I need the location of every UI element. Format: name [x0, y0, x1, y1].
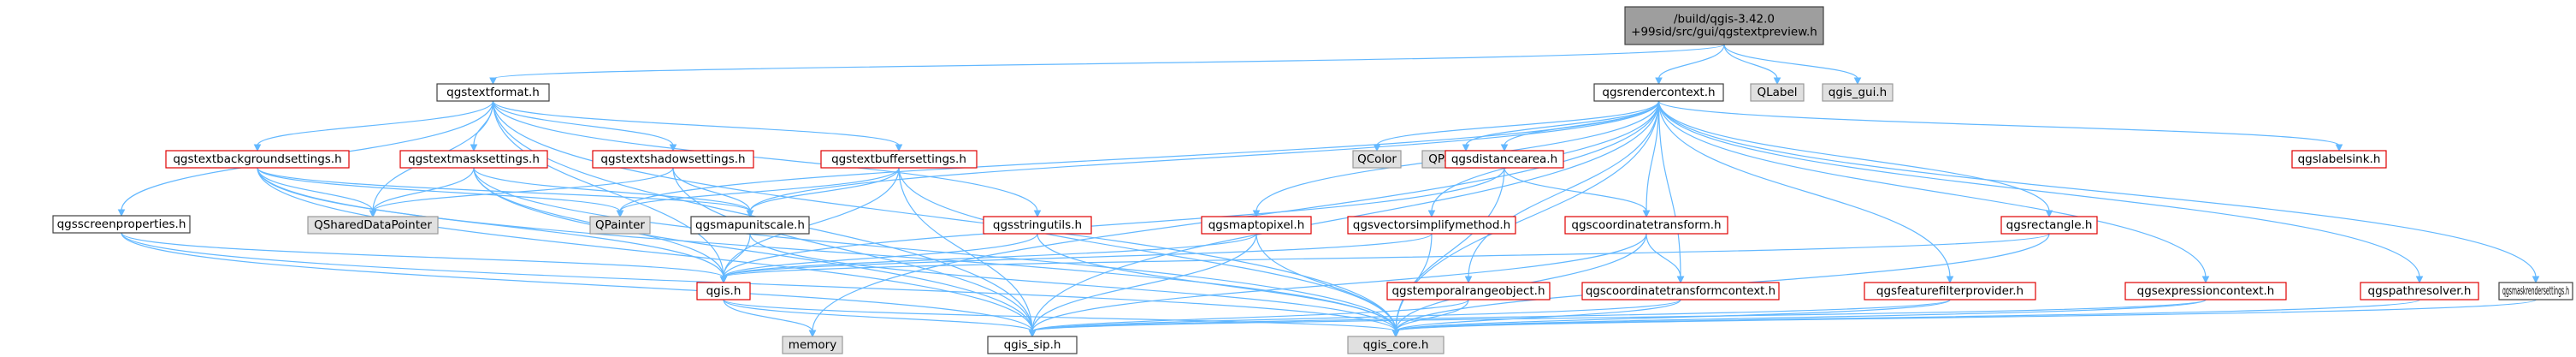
node-label: qgis_gui.h [1829, 86, 1887, 99]
node-label: qgstextmasksettings.h [408, 152, 540, 166]
node-label: memory [789, 338, 836, 352]
node-label: qgstextbackgroundsettings.h [173, 152, 341, 166]
edge-root-to-textformat [489, 44, 1725, 86]
node-root[interactable]: /build/qgis-3.42.0+99sid/src/gui/qgstext… [1624, 6, 1824, 45]
edge-exprcontext-to-qgiscore [1391, 299, 2207, 338]
node-label: qgsstringutils.h [993, 218, 1082, 232]
edge-textformat-to-stringutils [492, 100, 1042, 218]
edge-bgsettings-to-qgissip [257, 167, 1037, 338]
edge-rendercontext-to-temporalrange [1464, 100, 1660, 284]
node-stringutils[interactable]: qgsstringutils.h [983, 216, 1092, 235]
edge-rendercontext-to-distancearea [1500, 100, 1660, 152]
node-label: qgsmapunitscale.h [695, 218, 805, 232]
node-coordtransform[interactable]: qgscoordinatetransform.h [1564, 216, 1728, 235]
node-vectorsimplify[interactable]: qgsvectorsimplifymethod.h [1347, 216, 1516, 235]
edge-qgish-to-memory [723, 299, 817, 338]
node-label: qgsrectangle.h [2006, 218, 2093, 232]
edge-rectangle-to-qgish [719, 233, 2050, 284]
node-qgissip[interactable]: qgis_sip.h [987, 336, 1078, 354]
node-qshared: QSharedDataPointer [307, 216, 439, 235]
nodes-layer: /build/qgis-3.42.0+99sid/src/gui/qgstext… [52, 6, 2573, 354]
node-rendercontext[interactable]: qgsrendercontext.h [1593, 83, 1724, 102]
edge-rendercontext-to-exprcontext [1657, 100, 2210, 284]
node-screenprops[interactable]: qgsscreenproperties.h [52, 215, 191, 234]
node-qcolor: QColor [1352, 150, 1402, 169]
edge-exprcontext-to-qgissip [1028, 299, 2207, 338]
node-bgsettings[interactable]: qgstextbackgroundsettings.h [165, 150, 350, 169]
node-qpainter: QPainter [589, 216, 651, 235]
edge-root-to-qlabel [1723, 44, 1781, 86]
edge-rendercontext-to-rectangle [1657, 100, 2053, 218]
edge-distancearea-to-coordtransform [1504, 167, 1651, 218]
node-label: qgis_core.h [1363, 338, 1429, 352]
edge-qgish-to-qgiscore [723, 299, 1400, 338]
edge-textformat-to-masksettings [470, 100, 494, 152]
node-memory: memory [782, 336, 843, 354]
node-label: qgstextshadowsettings.h [600, 152, 745, 166]
node-label: qgspathresolver.h [2368, 284, 2472, 298]
node-label: qgsmaptopixel.h [1208, 218, 1305, 232]
edge-buffersettings-to-qgiscore [898, 167, 1400, 338]
node-label: qgslabelsink.h [2298, 152, 2381, 166]
node-qgish[interactable]: qgis.h [696, 282, 751, 300]
node-label: QSharedDataPointer [314, 218, 432, 232]
node-coordtransformctx[interactable]: qgscoordinatetransformcontext.h [1581, 282, 1780, 300]
node-textformat[interactable]: qgstextformat.h [436, 83, 550, 102]
node-rectangle[interactable]: qgsrectangle.h [2000, 216, 2098, 235]
node-maskrender[interactable]: qgsmaskrendersettings.h [2498, 282, 2573, 300]
node-label: qgis_sip.h [1004, 338, 1061, 352]
node-label: qgscoordinatetransformcontext.h [1586, 284, 1775, 298]
node-label: qgsrendercontext.h [1602, 86, 1715, 99]
node-qgisgui: qgis_gui.h [1822, 83, 1894, 102]
node-temporalrange[interactable]: qgstemporalrangeobject.h [1386, 282, 1551, 300]
node-buffersettings[interactable]: qgstextbuffersettings.h [820, 150, 978, 169]
node-label: qgsfeaturefilterprovider.h [1876, 284, 2024, 298]
node-shadowsettings[interactable]: qgstextshadowsettings.h [592, 150, 754, 169]
node-qgiscore: qgis_core.h [1347, 336, 1445, 354]
node-label: qgstextformat.h [446, 86, 540, 99]
node-labelsink[interactable]: qgslabelsink.h [2291, 150, 2387, 169]
edge-root-to-qgisgui [1723, 44, 1862, 86]
node-label: qgstemporalrangeobject.h [1391, 284, 1545, 298]
node-label: qgsdistancearea.h [1451, 152, 1557, 166]
edge-masksettings-to-qshared [369, 167, 475, 218]
edge-rendercontext-to-coordtransformctx [1657, 100, 1685, 284]
node-label: qgscoordinatetransform.h [1571, 218, 1721, 232]
node-label: qgstextbuffersettings.h [831, 152, 966, 166]
node-featurefilter[interactable]: qgsfeaturefilterprovider.h [1864, 282, 2036, 300]
node-masksettings[interactable]: qgstextmasksettings.h [399, 150, 548, 169]
edge-maskrender-to-qgiscore [1391, 299, 2537, 338]
node-maptopixel[interactable]: qgsmaptopixel.h [1201, 216, 1312, 235]
node-exprcontext[interactable]: qgsexpressioncontext.h [2124, 282, 2287, 300]
node-label: qgsmaskrendersettings.h [2502, 284, 2569, 298]
node-label: /build/qgis-3.42.0 [1674, 13, 1775, 27]
edge-textformat-to-buffersettings [492, 100, 903, 152]
edge-root-to-rendercontext [1655, 44, 1725, 86]
node-label: qgsexpressioncontext.h [2137, 284, 2275, 298]
node-mapunitscale[interactable]: qgsmapunitscale.h [690, 216, 810, 235]
edge-buffersettings-to-qgissip [898, 167, 1037, 338]
node-label: qgsvectorsimplifymethod.h [1353, 218, 1511, 232]
node-label: QLabel [1757, 86, 1797, 99]
edge-rendercontext-to-labelsink [1657, 100, 2343, 152]
node-label: QPainter [595, 218, 645, 232]
node-pathresolver[interactable]: qgspathresolver.h [2360, 282, 2479, 300]
edge-textformat-to-bgsettings [253, 100, 494, 152]
node-label: +99sid/src/gui/qgstextpreview.h [1631, 26, 1817, 39]
node-label: QColor [1357, 152, 1397, 166]
edge-rendercontext-to-pathresolver [1657, 100, 2424, 284]
node-qlabel: QLabel [1750, 83, 1805, 102]
edge-rendercontext-to-maskrender [1657, 100, 2540, 284]
edge-rendercontext-to-mapunitscale [746, 100, 1660, 218]
node-distancearea[interactable]: qgsdistancearea.h [1445, 150, 1564, 169]
node-label: qgsscreenproperties.h [57, 217, 186, 231]
edge-rendercontext-to-featurefilter [1657, 100, 1954, 284]
edge-shadowsettings-to-qshared [369, 167, 674, 218]
edge-coordtransform-to-coordtransformctx [1645, 233, 1685, 284]
edge-textformat-to-shadowsettings [492, 100, 677, 152]
node-label: qgis.h [706, 284, 741, 298]
